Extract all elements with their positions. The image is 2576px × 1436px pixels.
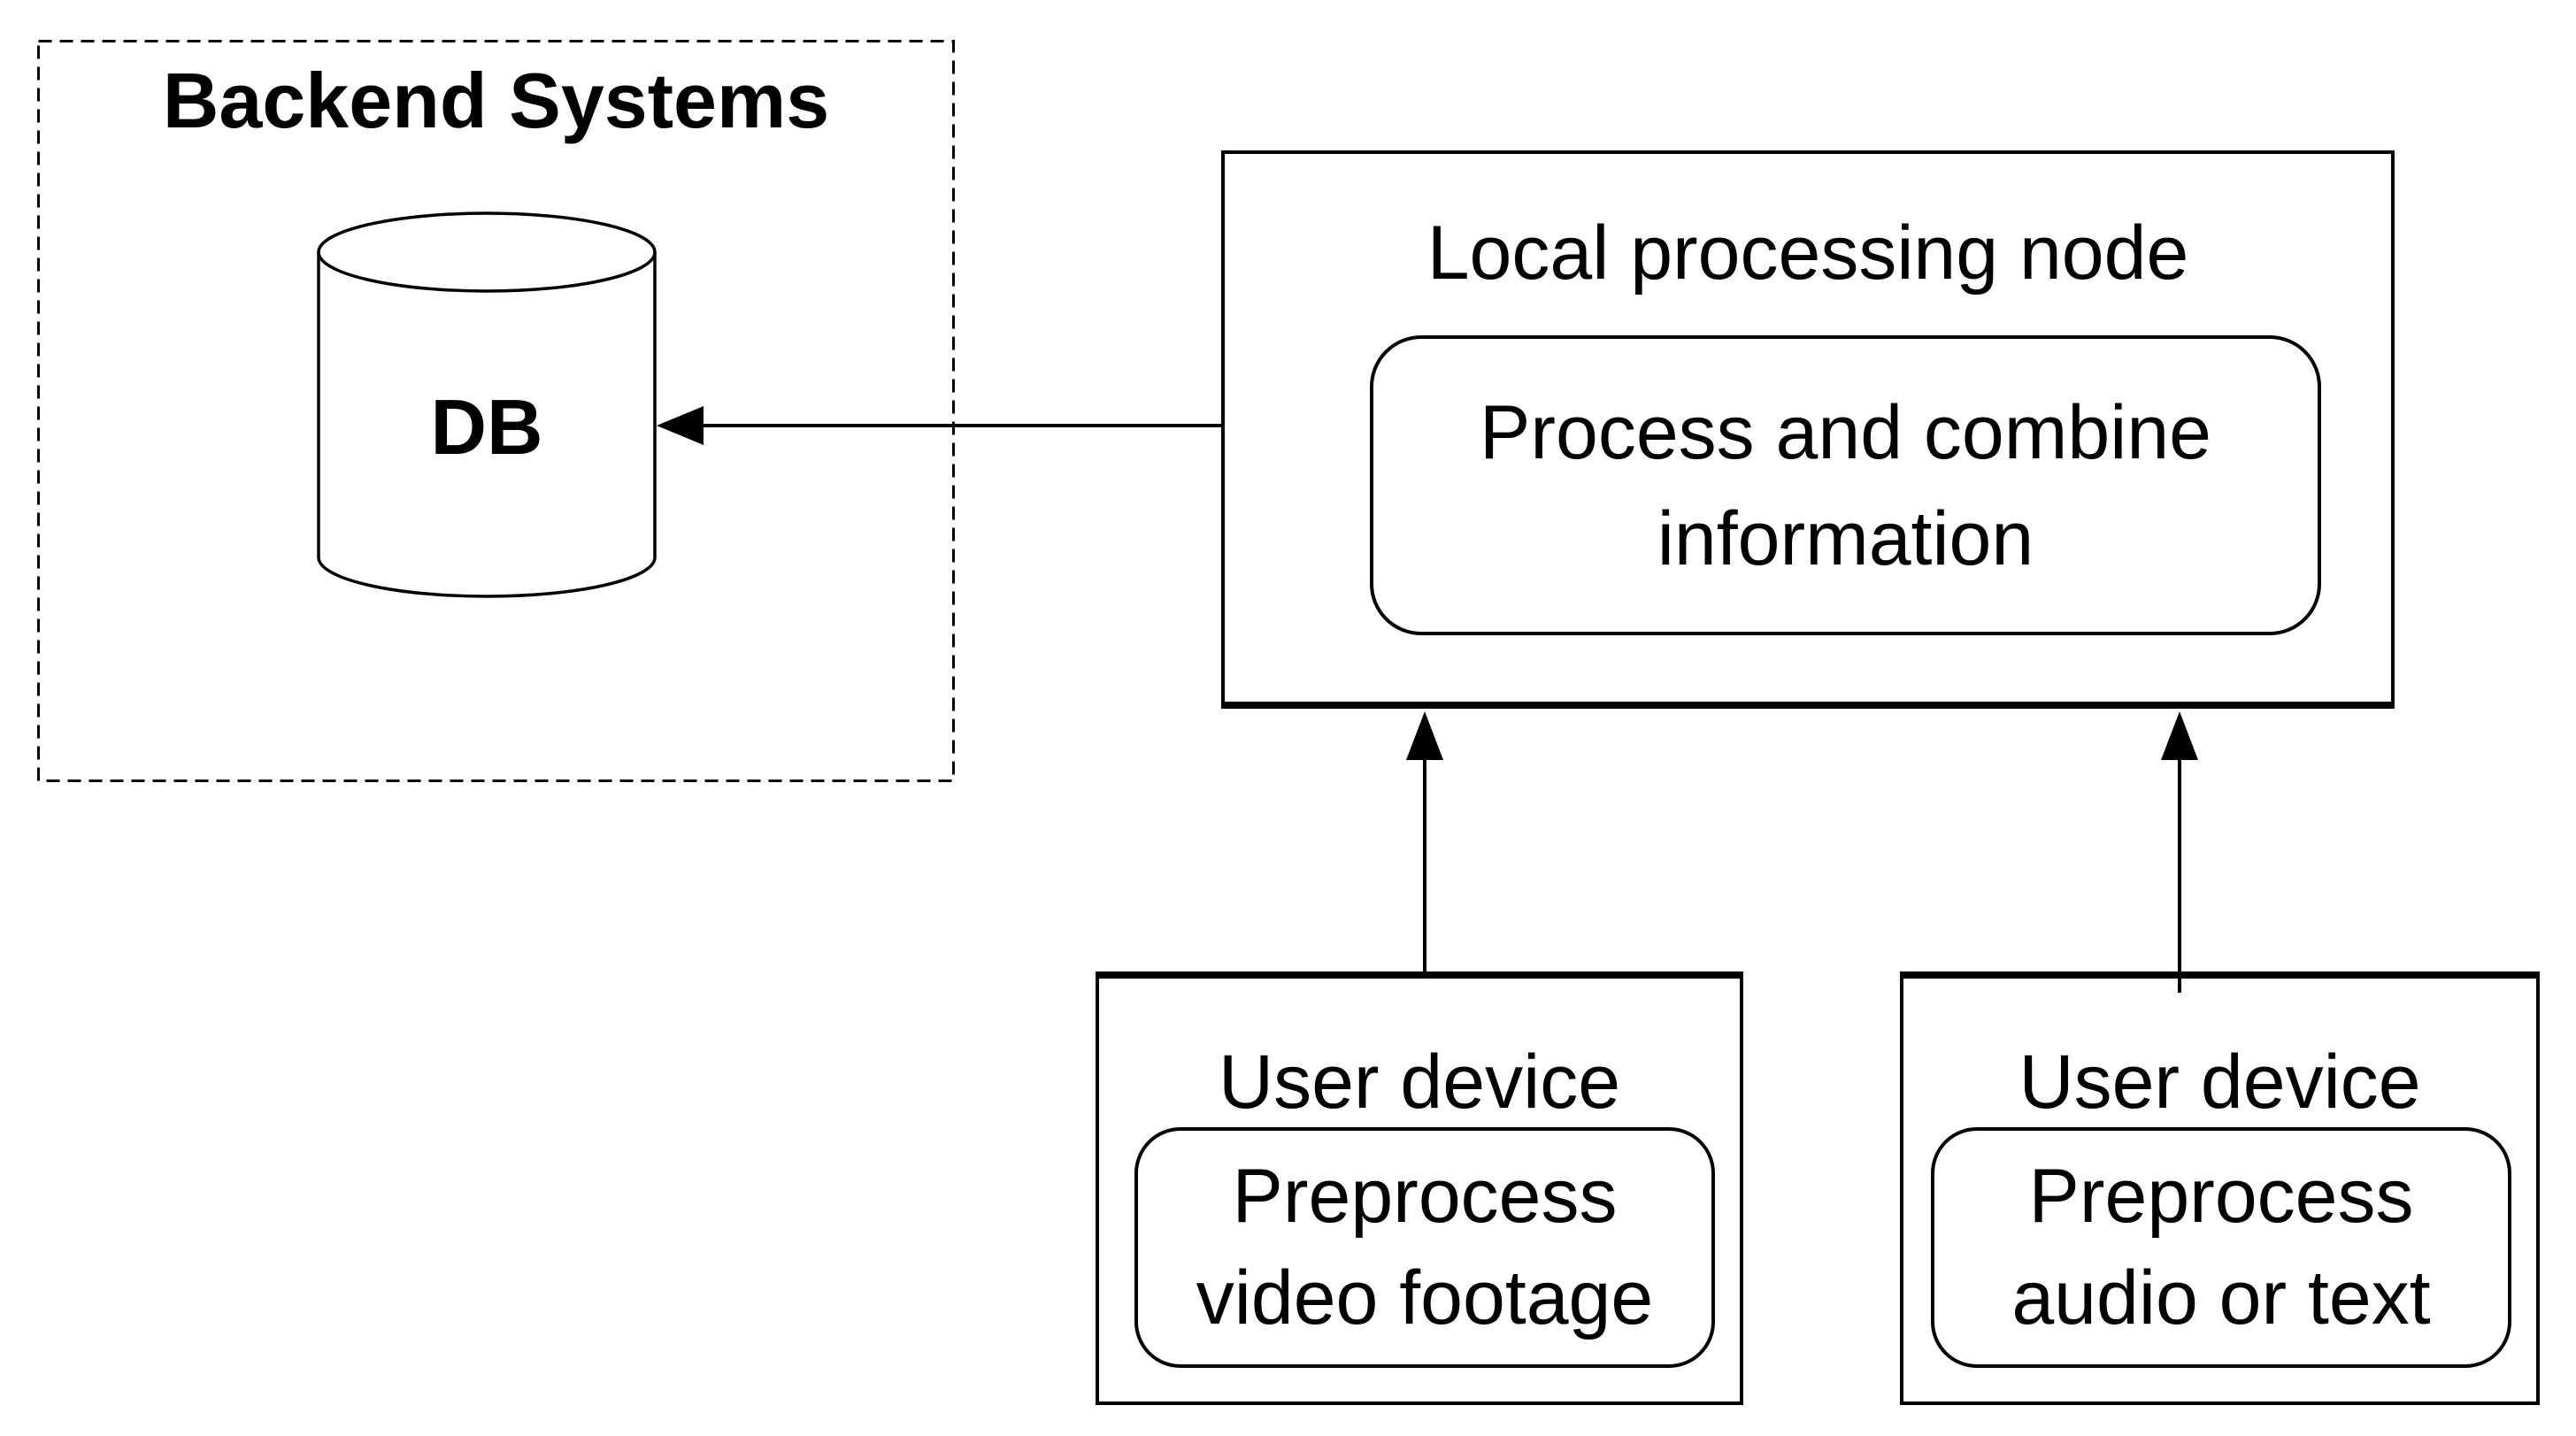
user-device-audio-title: User device (2019, 1040, 2421, 1125)
process-and-combine-step: Process and combine information (1370, 335, 2321, 635)
backend-systems-title: Backend Systems (162, 57, 830, 144)
arrow-left-device-to-node-icon (1406, 711, 1443, 971)
local-processing-node-box: Local processing node Process and combin… (1221, 150, 2395, 709)
backend-systems-dashed-box (37, 40, 955, 782)
preprocess-audio-label: Preprocess audio or text (2011, 1154, 2431, 1340)
user-device-video-title: User device (1218, 1040, 1621, 1125)
arrow-right-device-to-node-icon (2161, 711, 2198, 993)
db-label: DB (430, 383, 543, 471)
local-processing-node-title: Local processing node (1426, 211, 2189, 296)
arrow-node-to-db-icon (657, 406, 1221, 445)
user-device-audio-box: User device Preprocess audio or text (1900, 971, 2540, 1405)
preprocess-video-label: Preprocess video footage (1196, 1154, 1654, 1340)
preprocess-video-step: Preprocess video footage (1134, 1127, 1715, 1368)
preprocess-audio-step: Preprocess audio or text (1931, 1127, 2511, 1368)
database-cylinder-icon (317, 211, 657, 598)
user-device-video-box: User device Preprocess video footage (1096, 971, 1743, 1405)
process-and-combine-label: Process and combine information (1480, 389, 2211, 581)
